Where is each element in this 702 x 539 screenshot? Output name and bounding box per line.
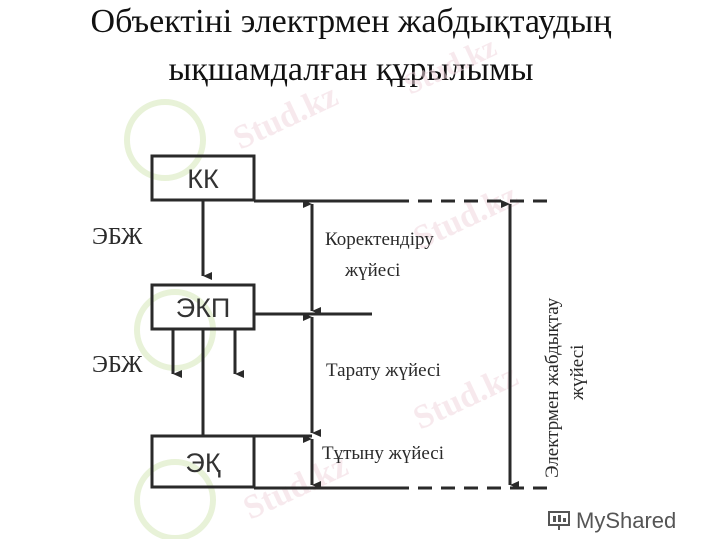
label-supply-line2: жүйесі — [567, 345, 588, 401]
slide-title-line-1: Объектіні электрмен жабдықтаудың — [90, 3, 612, 40]
myshared-brand[interactable]: MyShared — [548, 506, 700, 536]
watermark-logo-3 — [134, 459, 216, 539]
block-ek-label: ЭҚ — [185, 448, 220, 478]
watermark-3: Stud.kz — [399, 30, 501, 101]
brand-name: MyShared — [576, 508, 677, 533]
label-ebzh-top: ЭБЖ — [92, 224, 143, 250]
label-ebzh-middle: ЭБЖ — [92, 352, 143, 378]
slide-title-line-2: ықшамдалған құрылымы — [168, 51, 534, 88]
label-supply-line1: Электрмен жабдықтау — [542, 297, 563, 478]
presentation-icon — [548, 511, 570, 530]
label-distribution: Тарату жүйесі — [326, 360, 441, 381]
watermark-1: Stud.kz — [228, 77, 344, 157]
block-kk-label: КК — [187, 164, 219, 194]
label-consumption: Тұтыну жүйесі — [322, 443, 444, 464]
label-correction-line2: жүйесі — [344, 260, 400, 281]
block-ekp-label: ЭКП — [176, 293, 231, 323]
watermark-logo-1 — [124, 99, 206, 181]
label-correction-line1: Коректендіру — [325, 229, 434, 250]
